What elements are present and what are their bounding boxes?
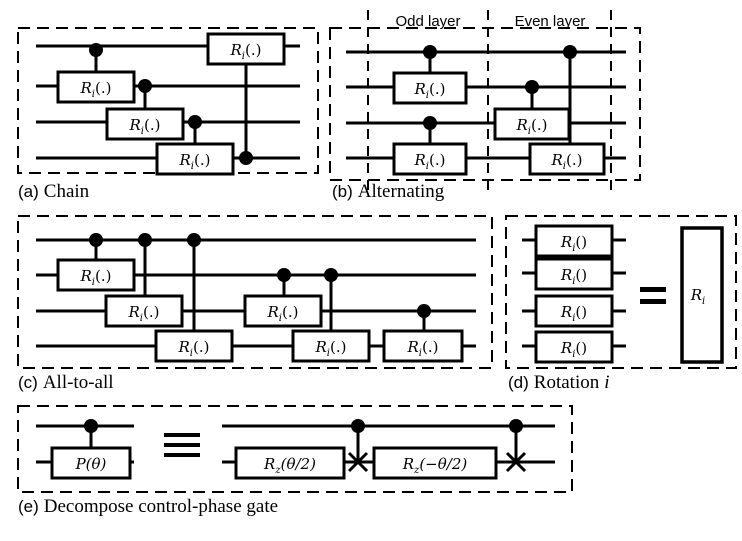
all-control-dot-5 <box>324 268 338 282</box>
svg-text:Ri(): Ri() <box>560 266 587 287</box>
all-to-all-frame <box>17 215 493 369</box>
panel-alternating: Odd layer Even layer Ri(.) Ri(.) Ri(.) <box>329 10 641 202</box>
svg-text:Ri(.): Ri(.) <box>179 151 211 172</box>
svg-text:Ri(): Ri() <box>560 339 587 360</box>
equivalence-bar-3 <box>164 453 200 457</box>
svg-text:Rz(θ/2): Rz(θ/2) <box>263 455 316 476</box>
rotation-gate-3: Ri() <box>534 294 614 328</box>
chain-gate-3: Ri(.) <box>155 142 235 176</box>
all-gate-2: Ri(.) <box>104 294 184 328</box>
cx-2-target-cross <box>505 451 527 473</box>
svg-text:Ri(): Ri() <box>560 303 587 324</box>
all-gate-4: Ri(.) <box>243 294 323 328</box>
all-gate-1: Ri(.) <box>56 258 136 292</box>
odd-gate-1: Ri(.) <box>392 71 468 105</box>
decompose-caption: (e)Decompose control-phase gate <box>18 496 278 517</box>
chain-gate-2: Ri(.) <box>105 107 185 141</box>
rotation-gate-2: Ri() <box>534 257 614 291</box>
rz-gate-positive: Rz(θ/2) <box>234 446 346 480</box>
all-control-dot-1 <box>89 233 103 247</box>
all-control-dot-2 <box>138 233 152 247</box>
svg-text:Rz(−θ/2): Rz(−θ/2) <box>402 455 468 476</box>
svg-text:Ri: Ri <box>690 286 706 307</box>
rz-gate-negative: Rz(−θ/2) <box>372 446 498 480</box>
odd-gate-2: Ri(.) <box>392 142 468 176</box>
rotation-big-gate: Ri <box>680 226 724 364</box>
svg-text:Ri(.): Ri(.) <box>178 338 210 359</box>
even-gate-2: Ri(.) <box>528 142 606 176</box>
chain-control-dot-3 <box>188 115 202 129</box>
panel-decompose: P(θ) Rz(θ/2) Rz(−θ/2) (e)Decompose contr… <box>17 405 573 517</box>
svg-text:Ri(.): Ri(.) <box>414 80 446 101</box>
svg-text:Ri(.): Ri(.) <box>129 116 161 137</box>
all-control-dot-6 <box>417 304 431 318</box>
svg-text:Ri(.): Ri(.) <box>516 116 548 137</box>
equals-sign-bottom <box>640 299 666 304</box>
svg-text:Ri(.): Ri(.) <box>414 151 446 172</box>
svg-text:Ri(.): Ri(.) <box>80 79 112 100</box>
chain-caption: (a)Chain <box>18 181 90 202</box>
rotation-gate-1: Ri() <box>534 224 614 258</box>
svg-text:Ri(.): Ri(.) <box>407 338 439 359</box>
alternating-frame <box>329 27 641 181</box>
svg-text:Ri(.): Ri(.) <box>551 151 583 172</box>
svg-text:P(θ): P(θ) <box>75 455 107 473</box>
svg-text:Ri(.): Ri(.) <box>315 338 347 359</box>
cx-1-control-dot <box>351 419 365 433</box>
odd-control-dot-2 <box>423 116 437 130</box>
all-gate-5: Ri(.) <box>291 329 371 363</box>
cx-2-control-dot <box>509 419 523 433</box>
all-control-dot-4 <box>277 268 291 282</box>
svg-text:Ri(.): Ri(.) <box>230 41 262 62</box>
all-gate-6: Ri(.) <box>382 329 464 363</box>
odd-control-dot-1 <box>423 45 437 59</box>
svg-text:Ri(.): Ri(.) <box>267 303 299 324</box>
chain-control-dot-2 <box>138 79 152 93</box>
even-gate-1: Ri(.) <box>493 107 571 141</box>
svg-text:Ri(): Ri() <box>560 233 587 254</box>
svg-text:Ri(.): Ri(.) <box>128 303 160 324</box>
cx-1-target-cross <box>347 451 369 473</box>
chain-control-dot-4 <box>239 151 253 165</box>
chain-gate-1: Ri(.) <box>56 70 136 104</box>
all-control-dot-3 <box>187 233 201 247</box>
even-control-dot-1 <box>525 80 539 94</box>
rotation-gate-4: Ri() <box>534 330 614 364</box>
all-to-all-caption: (c)All-to-all <box>18 372 114 393</box>
all-gate-3: Ri(.) <box>154 329 234 363</box>
svg-text:Ri(.): Ri(.) <box>80 267 112 288</box>
equivalence-bar-1 <box>164 433 200 437</box>
even-layer-label: Even layer <box>515 13 586 30</box>
decompose-frame <box>17 405 573 493</box>
alternating-caption: (b)Alternating <box>332 181 445 202</box>
chain-control-dot-1 <box>89 43 103 57</box>
equivalence-bar-2 <box>164 443 200 447</box>
rotation-frame <box>505 215 737 369</box>
panel-all-to-all: Ri(.) Ri(.) Ri(.) Ri(.) Ri(.) Ri(.) (c)A… <box>17 215 493 393</box>
panel-chain: Ri(.) Ri(.) Ri(.) Ri(.) (a)Chain <box>17 27 319 202</box>
phase-gate: P(θ) <box>50 446 132 480</box>
even-control-dot-2 <box>563 45 577 59</box>
equals-sign-top <box>640 287 666 292</box>
cp-control-dot <box>84 419 98 433</box>
chain-gate-4: Ri(.) <box>206 32 286 66</box>
odd-layer-label: Odd layer <box>395 13 460 30</box>
